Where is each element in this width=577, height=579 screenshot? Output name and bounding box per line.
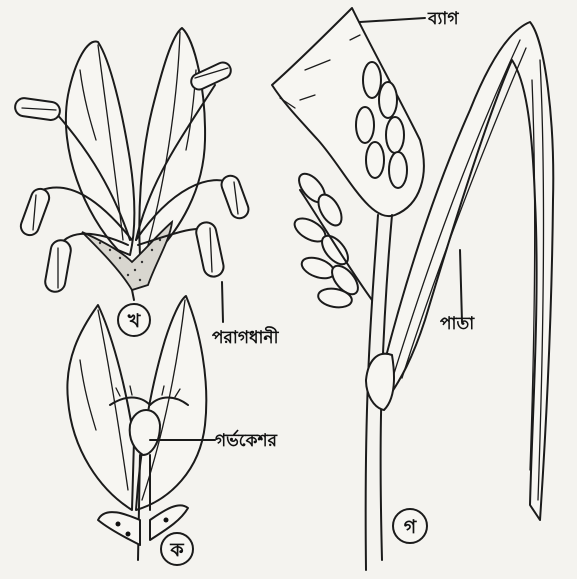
anther-label: পরাগধানী (212, 326, 280, 348)
bag-label: ব্যাগ (427, 9, 459, 29)
lemma (67, 305, 134, 510)
figure-marker-ka: ক (169, 539, 184, 561)
figure-marker-ga: গ (404, 516, 418, 538)
outer-grains (291, 169, 363, 310)
figure-kha-open-spikelet: খ পরাগধানী (14, 28, 280, 348)
stigma-label: গর্ভকেশর (215, 429, 278, 451)
figure-ga-bagged-panicle: ব্যাগ পাতা গ (272, 8, 553, 570)
leaf-label: পাতা (440, 314, 475, 334)
figure-marker-kha: খ (127, 310, 142, 332)
leaf (380, 22, 553, 520)
